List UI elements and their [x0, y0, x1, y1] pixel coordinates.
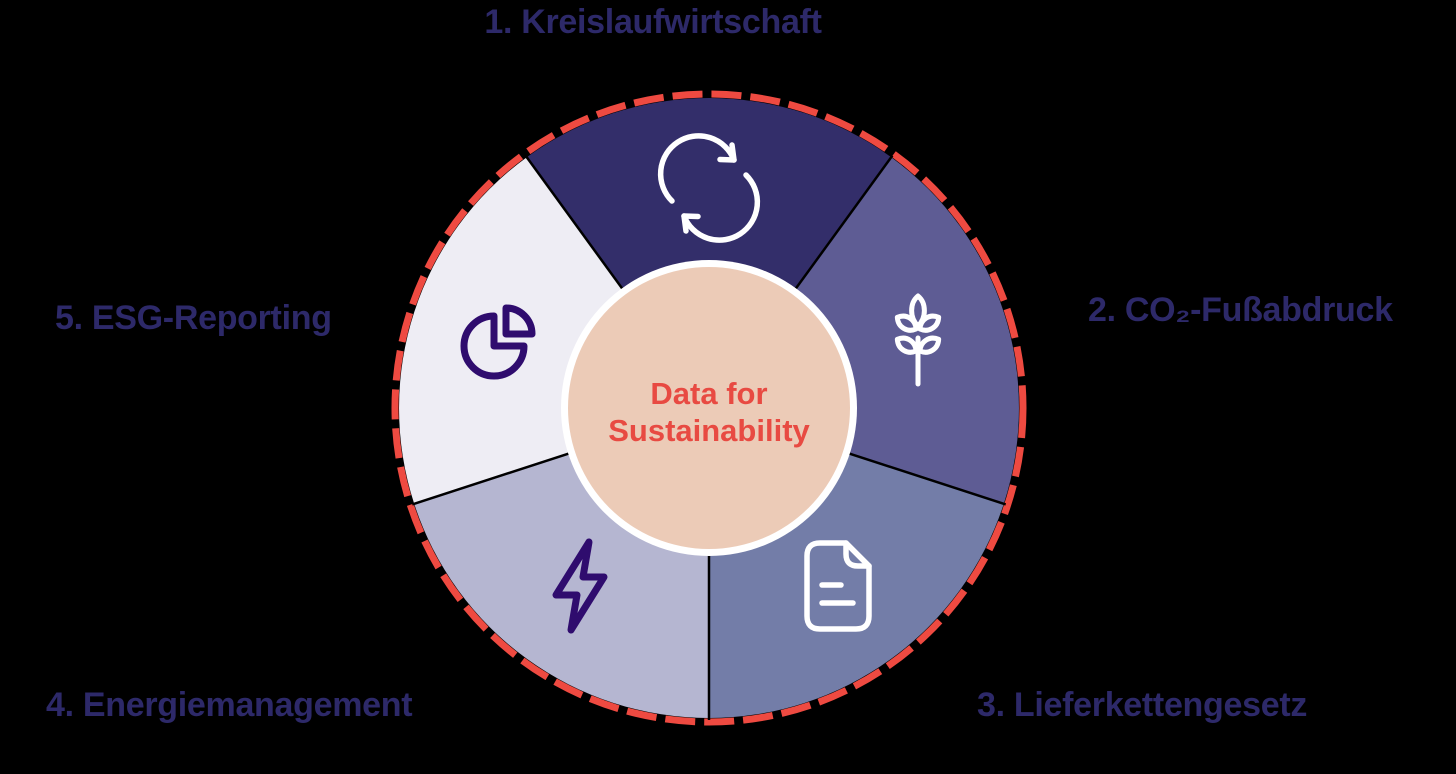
document-icon — [804, 540, 872, 632]
dashed-ring — [391, 90, 1027, 726]
cycle-arrows-icon — [657, 133, 761, 243]
center-title-line2: Sustainability — [608, 413, 810, 448]
segment-label-lieferkettengesetz: 3. Lieferkettengesetz — [977, 686, 1308, 724]
segment-wedge-kreislaufwirtschaft — [526, 98, 892, 409]
pie-chart-icon — [460, 304, 536, 380]
segment-label-kreislaufwirtschaft: 1. Kreislaufwirtschaft — [484, 3, 822, 41]
lightning-bolt-icon — [552, 538, 608, 634]
wheat-icon — [894, 293, 942, 387]
segment-label-esg-reporting: 5. ESG-Reporting — [55, 299, 332, 337]
segment-label-energiemanagement: 4. Energiemanagement — [46, 686, 413, 724]
segment-label-co2-fussabdruck: 2. CO₂-Fußabdruck — [1088, 291, 1393, 329]
center-circle — [568, 267, 850, 549]
center-title-line1: Data for — [650, 376, 767, 411]
